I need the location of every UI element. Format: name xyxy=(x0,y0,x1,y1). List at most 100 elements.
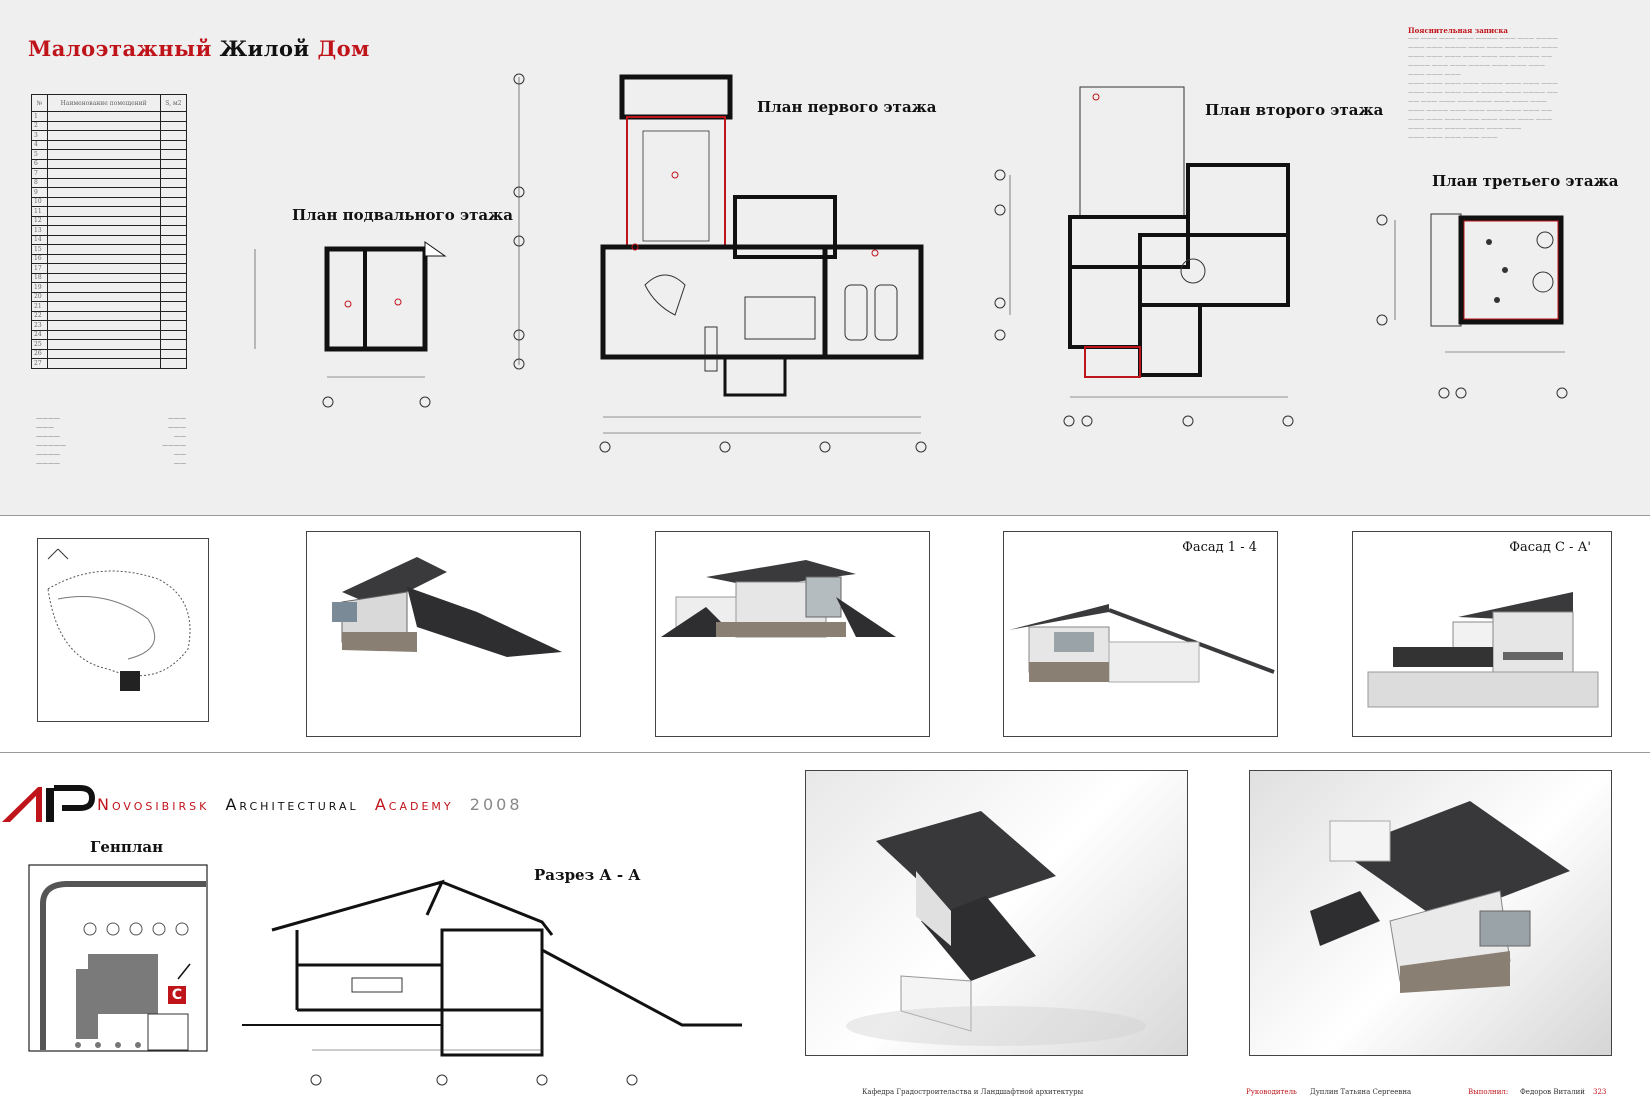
table-row: 11 xyxy=(31,206,188,217)
render-aerial-1 xyxy=(805,770,1188,1056)
table-cell xyxy=(46,244,161,255)
first-floor-plan-drawing xyxy=(513,73,927,453)
genplan-marker: С xyxy=(168,986,186,1004)
facade-c-a-label: Фасад С - А' xyxy=(1509,540,1591,555)
table-cell xyxy=(46,263,161,274)
table-row: 21 xyxy=(31,301,188,312)
table-cell xyxy=(159,120,188,131)
academy-year: 2008 xyxy=(469,795,523,814)
table-cell xyxy=(159,253,188,264)
table-header: № xyxy=(31,94,48,112)
table-cell: 16 xyxy=(31,253,48,264)
table-cell xyxy=(46,282,161,293)
notes-heading: Пояснительная записка xyxy=(1408,26,1508,35)
table-row: 4 xyxy=(31,139,188,150)
table-cell: 3 xyxy=(31,130,48,141)
table-cell xyxy=(159,339,188,350)
table-cell xyxy=(159,225,188,236)
table-cell xyxy=(46,310,161,321)
table-row: 16 xyxy=(31,253,188,264)
department-text: Кафедра Градостроительства и Ландшафтной… xyxy=(862,1088,1084,1096)
academy-word-novosibirsk: Novosibirsk xyxy=(97,795,210,814)
table-row: 5 xyxy=(31,149,188,160)
title-word-3: Дом xyxy=(317,36,370,61)
table-row: 6 xyxy=(31,158,188,169)
table-cell: 23 xyxy=(31,320,48,331)
table-cell xyxy=(46,187,161,198)
table-cell: 6 xyxy=(31,158,48,169)
table-header: Наименование помещений xyxy=(46,94,161,112)
supervisor-label: Руководитель xyxy=(1246,1088,1297,1096)
author-label: Выполнил: xyxy=(1468,1088,1509,1096)
title-word-1: Малоэтажный xyxy=(28,36,212,61)
table-cell xyxy=(46,149,161,160)
table-cell xyxy=(46,111,161,122)
table-row: 25 xyxy=(31,339,188,350)
table-cell xyxy=(46,339,161,350)
table-cell: 18 xyxy=(31,272,48,283)
table-row: 9 xyxy=(31,187,188,198)
title-word-2: Жилой xyxy=(219,36,310,61)
table-cell: 22 xyxy=(31,310,48,321)
author-name: Федоров Виталий xyxy=(1520,1088,1585,1096)
table-row: 24 xyxy=(31,329,188,340)
table-cell xyxy=(46,139,161,150)
table-row: 22 xyxy=(31,310,188,321)
table-row: 3 xyxy=(31,130,188,141)
table-cell: 27 xyxy=(31,358,48,369)
table-cell xyxy=(159,329,188,340)
second-floor-plan-drawing xyxy=(994,86,1294,427)
facade-1-4-drawing: Фасад 1 - 4 xyxy=(1003,531,1278,737)
table-cell: 14 xyxy=(31,234,48,245)
table-cell: 2 xyxy=(31,120,48,131)
academy-word-academy: Academy xyxy=(374,795,454,814)
genplan-label: Генплан xyxy=(90,838,164,856)
table-row: 15 xyxy=(31,244,188,255)
table-cell: 8 xyxy=(31,177,48,188)
table-row: 12 xyxy=(31,215,188,226)
table-row: 18 xyxy=(31,272,188,283)
table-cell: 5 xyxy=(31,149,48,160)
table-cell: 1 xyxy=(31,111,48,122)
academy-logo xyxy=(2,785,96,822)
table-cell xyxy=(159,187,188,198)
table-cell: 19 xyxy=(31,282,48,293)
table-cell xyxy=(46,215,161,226)
table-cell xyxy=(159,149,188,160)
table-cell xyxy=(46,301,161,312)
table-cell: 15 xyxy=(31,244,48,255)
table-cell: 12 xyxy=(31,215,48,226)
table-row: 23 xyxy=(31,320,188,331)
table-cell xyxy=(46,168,161,179)
table-row: 8 xyxy=(31,177,188,188)
table-cell xyxy=(159,215,188,226)
table-cell: 13 xyxy=(31,225,48,236)
supervisor-name: Дуплин Татьяна Сергеевна xyxy=(1310,1088,1412,1096)
table-cell xyxy=(159,196,188,207)
table-cell xyxy=(159,139,188,150)
table-cell xyxy=(159,206,188,217)
table-cell xyxy=(46,130,161,141)
facade-1-4-label: Фасад 1 - 4 xyxy=(1182,540,1257,555)
table-cell: 17 xyxy=(31,263,48,274)
academy-title: Novosibirsk Architectural Academy 2008 xyxy=(97,795,523,814)
table-cell xyxy=(159,291,188,302)
table-row: 27 xyxy=(31,358,188,369)
table-cell xyxy=(159,244,188,255)
table-cell xyxy=(46,158,161,169)
table-cell xyxy=(159,358,188,369)
table-cell: 26 xyxy=(31,348,48,359)
table-cell xyxy=(46,253,161,264)
table-cell: 24 xyxy=(31,329,48,340)
table-cell xyxy=(159,310,188,321)
table-row: 1 xyxy=(31,111,188,122)
group-number: 323 xyxy=(1593,1088,1607,1096)
table-row: 13 xyxy=(31,225,188,236)
table-cell: 25 xyxy=(31,339,48,350)
table-cell xyxy=(46,358,161,369)
table-cell xyxy=(46,329,161,340)
table-row: 19 xyxy=(31,282,188,293)
page-title: Малоэтажный Жилой Дом xyxy=(28,36,370,61)
render-view-1 xyxy=(306,531,581,737)
